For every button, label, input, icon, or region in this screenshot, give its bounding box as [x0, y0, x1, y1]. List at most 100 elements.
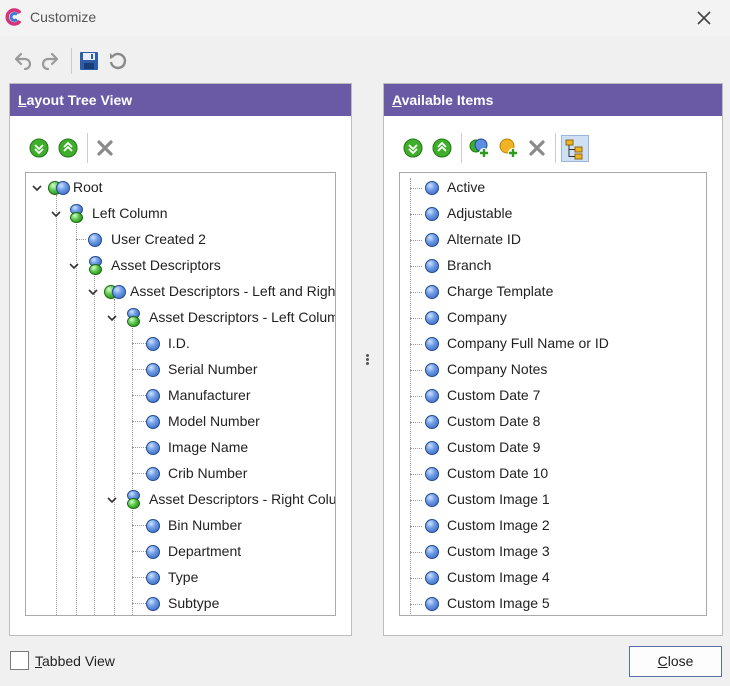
tree-node-asset-descriptors-left-column[interactable]: Asset Descriptors - Left Column [26, 308, 336, 328]
available-item[interactable]: Alternate ID [400, 230, 700, 250]
available-item[interactable]: Charge Template [400, 282, 700, 302]
tree-node-asset-descriptors-left-right[interactable]: Asset Descriptors - Left and Right [26, 282, 335, 302]
available-item[interactable]: Custom Date 8 [400, 412, 700, 432]
field-icon [146, 519, 160, 533]
available-item[interactable]: Custom Image 1 [400, 490, 700, 510]
layout-tree[interactable]: Root Left Column User Created 2 Asset De… [25, 172, 336, 616]
expand-all-icon[interactable] [28, 137, 50, 159]
available-item[interactable]: Custom Image 4 [400, 568, 700, 588]
available-item[interactable]: Company Full Name or ID [400, 334, 700, 354]
container-icon [104, 285, 126, 299]
tree-view-toggle-icon[interactable] [561, 135, 589, 162]
title-bar: Customize [0, 0, 730, 36]
close-window-icon[interactable] [692, 6, 716, 30]
tree-node-label: Root [73, 179, 103, 195]
tree-node-asset-descriptors-right-column[interactable]: Asset Descriptors - Right Column [26, 490, 335, 510]
available-item[interactable]: Company [400, 308, 700, 328]
add-item-icon[interactable] [497, 137, 519, 159]
chevron-down-icon[interactable] [31, 182, 43, 194]
tree-node-label: Asset Descriptors - Left Column [149, 309, 336, 325]
field-icon [146, 571, 160, 585]
chevron-down-icon[interactable] [87, 286, 99, 298]
available-item[interactable]: Custom Date 7 [400, 386, 700, 406]
collapse-all-icon[interactable] [57, 137, 79, 159]
tree-connector [410, 578, 422, 579]
delete-icon[interactable] [94, 137, 116, 159]
save-icon[interactable] [78, 50, 100, 72]
tree-node-subtype[interactable]: Subtype [26, 594, 326, 614]
available-item-label: Custom Image 2 [447, 517, 550, 533]
tree-node-crib-number[interactable]: Crib Number [26, 464, 326, 484]
tree-node-type[interactable]: Type [26, 568, 326, 588]
field-icon [425, 233, 439, 247]
available-item[interactable]: Custom Image 5 [400, 594, 700, 614]
field-icon [146, 363, 160, 377]
chevron-down-icon[interactable] [106, 312, 118, 324]
tree-node-user-created-2[interactable]: User Created 2 [26, 230, 326, 250]
delete-icon[interactable] [526, 137, 548, 159]
tree-connector [410, 292, 422, 293]
close-button[interactable]: Close [629, 646, 722, 677]
reset-icon[interactable] [107, 50, 129, 72]
redo-icon[interactable] [40, 50, 62, 72]
tree-node-label: Image Name [168, 439, 249, 455]
available-item-label: Custom Date 8 [447, 413, 541, 429]
chevron-down-icon[interactable] [68, 260, 80, 272]
tree-node-label: User Created 2 [111, 231, 206, 247]
splitter-grip[interactable] [366, 354, 369, 366]
tree-connector [410, 500, 422, 501]
add-container-icon[interactable] [468, 137, 490, 159]
tree-node-root[interactable]: Root [26, 178, 326, 198]
tree-connector [410, 604, 422, 605]
available-item-label: Company [447, 309, 507, 325]
toolbar-separator [71, 48, 72, 74]
tree-node-model-number[interactable]: Model Number [26, 412, 326, 432]
tree-node-image-name[interactable]: Image Name [26, 438, 326, 458]
available-item[interactable]: Custom Image 2 [400, 516, 700, 536]
tabbed-view-label[interactable]: Tabbed View [35, 653, 115, 669]
field-icon [146, 545, 160, 559]
available-item[interactable]: Adjustable [400, 204, 700, 224]
available-item-label: Custom Date 10 [447, 465, 549, 481]
tree-node-label: Manufacturer [168, 387, 251, 403]
chevron-down-icon[interactable] [50, 208, 62, 220]
field-icon [425, 415, 439, 429]
tree-connector [76, 239, 86, 240]
tree-node-id[interactable]: I.D. [26, 334, 326, 354]
tree-node-label: Subtype [168, 595, 220, 611]
field-icon [146, 597, 160, 611]
available-item-label: Custom Date 7 [447, 387, 541, 403]
tree-node-department[interactable]: Department [26, 542, 326, 562]
field-icon [146, 415, 160, 429]
available-item[interactable]: Custom Date 10 [400, 464, 700, 484]
button-text: lose [667, 653, 694, 669]
tool-separator [555, 133, 556, 163]
field-icon [425, 311, 439, 325]
tree-connector [410, 370, 422, 371]
collapse-all-icon[interactable] [431, 137, 453, 159]
tree-connector [132, 525, 146, 526]
tabbed-view-checkbox[interactable] [10, 651, 29, 670]
label-text: abbed View [42, 653, 115, 669]
undo-icon[interactable] [11, 50, 33, 72]
tree-node-serial-number[interactable]: Serial Number [26, 360, 326, 380]
tree-connector [132, 369, 146, 370]
column-icon [127, 490, 141, 510]
available-item[interactable]: Branch [400, 256, 700, 276]
available-item[interactable]: Custom Date 9 [400, 438, 700, 458]
available-item[interactable]: Custom Image 3 [400, 542, 700, 562]
tree-node-bin-number[interactable]: Bin Number [26, 516, 326, 536]
column-icon [70, 204, 84, 224]
container-icon [48, 181, 70, 195]
window-title: Customize [30, 9, 97, 25]
chevron-down-icon[interactable] [106, 494, 118, 506]
available-item[interactable]: Company Notes [400, 360, 700, 380]
tree-node-left-column[interactable]: Left Column [26, 204, 326, 224]
field-icon [425, 285, 439, 299]
tree-node-asset-descriptors[interactable]: Asset Descriptors [26, 256, 326, 276]
available-item[interactable]: Active [400, 178, 700, 198]
tree-node-manufacturer[interactable]: Manufacturer [26, 386, 326, 406]
app-logo-icon [5, 8, 22, 26]
expand-all-icon[interactable] [402, 137, 424, 159]
